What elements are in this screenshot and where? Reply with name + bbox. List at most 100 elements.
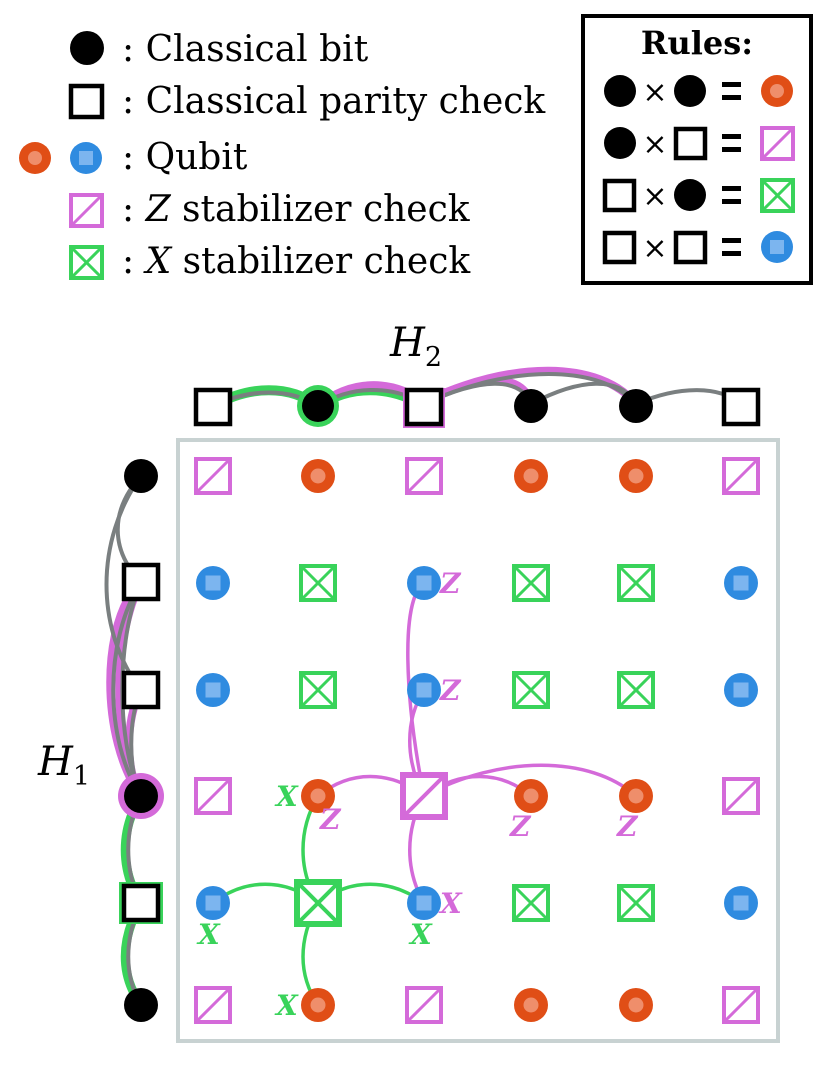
pauli-labels: Z Z Z Z Z X X X X X xyxy=(196,567,639,1022)
h2-check-node xyxy=(721,387,761,427)
rule-times: × xyxy=(642,75,667,110)
orange-qubit-node xyxy=(301,779,335,813)
z-check-node xyxy=(722,457,760,495)
h1-edge xyxy=(104,474,143,692)
legend-label-z-check: : Z stabilizer check xyxy=(122,189,471,230)
z-stabilizer-line xyxy=(422,763,638,798)
pauli-x-label: X xyxy=(438,887,463,920)
rule-bit-icon xyxy=(674,75,706,107)
pauli-z-label: Z xyxy=(616,810,639,843)
equals-icon xyxy=(722,186,741,204)
legend-label-x-check: : X stabilizer check xyxy=(122,241,471,282)
rule-times: × xyxy=(642,127,667,162)
blue-qubit-node xyxy=(724,886,758,920)
x-check-node xyxy=(299,671,337,709)
rule-check-icon xyxy=(673,126,708,161)
rule-check-icon xyxy=(673,230,708,265)
rules-title: Rules: xyxy=(641,24,753,62)
x-check-icon xyxy=(760,178,795,213)
pauli-z-label: Z xyxy=(509,810,532,843)
rule-times: × xyxy=(642,231,667,266)
orange-qubit-node xyxy=(514,988,548,1022)
pauli-z-label: Z xyxy=(439,674,462,707)
x-check-node xyxy=(617,671,655,709)
pauli-z-label: Z xyxy=(439,567,462,600)
h1-edge xyxy=(111,580,143,798)
z-stabilizer-check-icon xyxy=(69,193,104,228)
orange-qubit-icon xyxy=(761,75,793,107)
pauli-x-label: X xyxy=(274,989,299,1022)
blue-qubit-node xyxy=(407,673,441,707)
h2-label: H2 xyxy=(389,320,442,373)
x-stabilizer-check-icon xyxy=(69,245,104,280)
h2-check-node xyxy=(404,387,444,427)
orange-qubit-node xyxy=(619,779,653,813)
rule-bit-icon xyxy=(604,127,636,159)
legend: : Classical bit : Classical parity check… xyxy=(19,29,546,282)
blue-qubit-node xyxy=(196,886,230,920)
z-check-icon xyxy=(760,126,795,161)
h2-edges xyxy=(208,366,743,411)
h1-label: H1 xyxy=(37,739,90,792)
h1-check-node xyxy=(121,562,161,602)
z-stabilizer-highlight-node xyxy=(400,772,448,820)
h1-bit-node xyxy=(124,988,158,1022)
x-check-node xyxy=(512,884,550,922)
equals-icon xyxy=(722,82,741,100)
z-check-node xyxy=(194,777,232,815)
x-check-node xyxy=(617,564,655,602)
rule-bit-bit: × xyxy=(604,75,793,110)
legend-label-parity-check: : Classical parity check xyxy=(122,81,546,122)
x-check-node xyxy=(512,671,550,709)
h1-bit-node xyxy=(124,779,158,813)
pauli-z-label: Z xyxy=(319,803,342,836)
blue-qubit-node xyxy=(196,566,230,600)
z-check-node xyxy=(194,986,232,1024)
rule-times: × xyxy=(642,179,667,214)
z-check-node xyxy=(722,777,760,815)
h1-check-node xyxy=(121,883,161,923)
equals-icon xyxy=(722,134,741,152)
classical-parity-check-icon xyxy=(68,83,105,120)
x-check-node xyxy=(512,564,550,602)
h1-nodes xyxy=(118,459,164,1022)
orange-qubit-node xyxy=(301,459,335,493)
rule-check-icon xyxy=(602,178,637,213)
pauli-x-label: X xyxy=(274,780,299,813)
rule-check-check: × xyxy=(602,230,793,266)
rules-box: Rules: × × × × xyxy=(581,14,813,285)
product-grid-frame xyxy=(176,438,780,1043)
h2-check-node xyxy=(193,387,233,427)
h2-bit-node xyxy=(619,389,653,423)
blue-qubit-node xyxy=(407,566,441,600)
z-check-node xyxy=(722,986,760,1024)
pauli-x-label: X xyxy=(196,918,221,951)
rule-check-bit: × xyxy=(602,178,795,214)
h1-check-node xyxy=(121,670,161,710)
rule-bit-icon xyxy=(604,75,636,107)
rule-bit-icon xyxy=(674,179,706,211)
x-stabilizer-highlight-node xyxy=(294,879,342,927)
z-check-node xyxy=(405,457,443,495)
h2-nodes xyxy=(193,385,761,428)
legend-label-qubit: : Qubit xyxy=(122,137,248,178)
classical-bit-icon xyxy=(70,31,104,65)
x-check-node xyxy=(617,884,655,922)
h2-bit-node xyxy=(514,389,548,423)
rule-check-icon xyxy=(602,230,637,265)
blue-qubit-icon xyxy=(761,231,793,263)
z-check-node xyxy=(194,457,232,495)
blue-qubit-node xyxy=(724,566,758,600)
product-grid xyxy=(194,457,760,1024)
legend-label-classical-bit: : Classical bit xyxy=(122,29,369,70)
orange-qubit-node xyxy=(514,779,548,813)
equals-icon xyxy=(722,238,741,256)
blue-qubit-node xyxy=(724,673,758,707)
h1-edges xyxy=(104,474,146,1010)
h2-bit-node xyxy=(302,390,334,422)
orange-qubit-node xyxy=(619,988,653,1022)
z-check-node xyxy=(405,986,443,1024)
pauli-x-label: X xyxy=(408,918,433,951)
h1-bit-node xyxy=(124,459,158,493)
